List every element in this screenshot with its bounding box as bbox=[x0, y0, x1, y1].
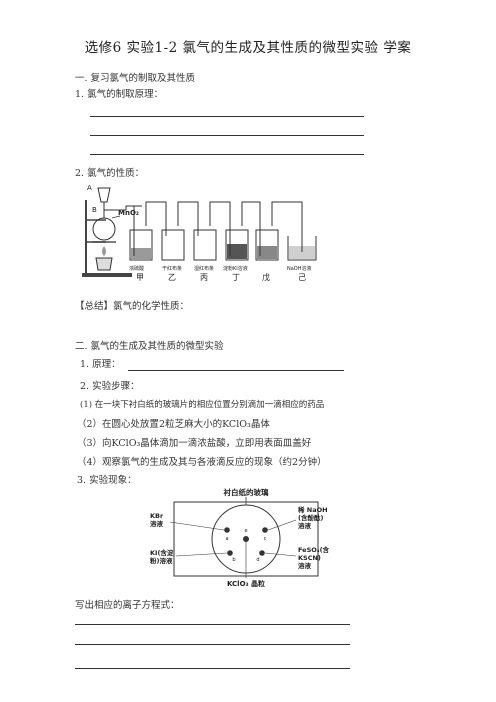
section2-item3: 3. 实验现象： bbox=[77, 475, 137, 486]
drop-center bbox=[243, 536, 249, 542]
answer-line-2[interactable] bbox=[90, 135, 364, 136]
drop-letter-c: c bbox=[264, 536, 267, 542]
drop-a bbox=[224, 527, 230, 533]
step-1: (1) 在一块下衬白纸的玻璃片的相应位置分别滴加一滴相应的药品 bbox=[80, 400, 325, 410]
bottle-label-4: 淀粉KI溶液 bbox=[223, 265, 248, 272]
section1-item2: 2. 氯气的性质： bbox=[75, 168, 145, 179]
bottle-wu bbox=[255, 206, 279, 261]
section2-heading: 二. 氯气的生成及其性质的微型实验 bbox=[75, 341, 224, 352]
letter-bing: 丙 bbox=[200, 273, 208, 282]
bottle-label-2: 干红布条 bbox=[162, 265, 182, 272]
summary-label: 【总结】氯气的化学性质： bbox=[75, 301, 190, 312]
bottle-jia bbox=[129, 206, 153, 261]
kbr-label-2: 溶液 bbox=[150, 519, 164, 528]
answer-line-3[interactable] bbox=[90, 154, 364, 155]
drop-letter-a: a bbox=[225, 536, 228, 542]
equation-line-2[interactable] bbox=[75, 644, 350, 645]
drop-b bbox=[227, 550, 233, 556]
equation-line-1[interactable] bbox=[75, 624, 350, 625]
letter-jia: 甲 bbox=[136, 273, 144, 282]
feso4-label-1: FeSO₄(含 bbox=[298, 545, 330, 554]
ki-label-2: 粉)溶液 bbox=[150, 556, 173, 565]
drop-letter-e: e bbox=[244, 528, 247, 534]
bottle-yi bbox=[161, 206, 185, 261]
step-4: （4）观察氯气的生成及其与各液滴反应的现象（约2分钟） bbox=[77, 457, 327, 468]
section1-heading: 一. 复习氯气的制取及其性质 bbox=[75, 73, 196, 84]
drop-letter-b: b bbox=[232, 557, 235, 563]
letter-wu: 戊 bbox=[262, 272, 270, 282]
label-b: B bbox=[92, 206, 97, 214]
drop-c bbox=[262, 527, 268, 533]
ionic-equation-label: 写出相应的离子方程式： bbox=[75, 600, 180, 611]
naoh-label-1: 稀 NaOH bbox=[298, 505, 328, 514]
kclo3-label: KClO₃ 晶粒 bbox=[227, 579, 265, 588]
ki-label-1: KI(含淀 bbox=[150, 548, 174, 557]
kbr-label-1: KBr bbox=[150, 512, 164, 520]
alcohol-lamp bbox=[95, 257, 113, 271]
step-2: （2）在圆心处放置2粒芝麻大小的KClO₃晶体 bbox=[77, 419, 270, 430]
letter-ding: 丁 bbox=[232, 273, 240, 282]
step-3: （3）向KClO₃晶体滴加一滴浓盐酸，立即用表面皿盖好 bbox=[77, 438, 312, 449]
answer-line-1[interactable] bbox=[90, 116, 364, 117]
principle-answer-line[interactable] bbox=[128, 370, 344, 371]
label-a: A bbox=[87, 184, 92, 192]
beaker-ji bbox=[287, 206, 317, 261]
naoh-label-2: (含酚酞) bbox=[298, 513, 323, 522]
feso4-label-3: 溶液 bbox=[298, 561, 312, 570]
naoh-label-3: 溶液 bbox=[298, 521, 312, 530]
label-mno2: MnO₂ bbox=[118, 209, 139, 217]
section2-item1: 1. 原理： bbox=[80, 359, 121, 370]
stand-base bbox=[82, 273, 132, 277]
bottle-label-1: 浓硫酸 bbox=[129, 265, 144, 272]
letter-yi: 乙 bbox=[168, 273, 176, 282]
bottle-ding bbox=[225, 206, 249, 261]
feso4-label-2: KSCN) bbox=[298, 554, 321, 562]
section1-item1: 1. 氯气的制取原理： bbox=[75, 89, 164, 100]
bottle-label-6: NaOH溶液 bbox=[287, 265, 312, 272]
bottle-bing bbox=[193, 206, 217, 261]
apparatus-diagram: A B MnO₂ 浓硫酸 干红布条 湿红布条 淀粉KI溶液 bbox=[82, 184, 317, 282]
drop-letter-d: d bbox=[256, 557, 259, 563]
micro-experiment-diagram: 衬白纸的玻璃 e a c b d KBr 溶液 KI(含淀 粉)溶液 稀 NaO… bbox=[150, 487, 330, 588]
glass-label: 衬白纸的玻璃 bbox=[224, 487, 269, 497]
bottle-label-3: 湿红布条 bbox=[194, 265, 214, 272]
flask-b bbox=[92, 217, 116, 241]
drop-d bbox=[259, 550, 265, 556]
letter-ji: 己 bbox=[298, 273, 306, 282]
page-title: 选修6 实验1-2 氯气的生成及其性质的微型实验 学案 bbox=[84, 40, 412, 56]
funnel-a bbox=[97, 187, 111, 203]
section2-item2: 2. 实验步骤： bbox=[80, 381, 140, 392]
equation-line-3[interactable] bbox=[75, 668, 350, 669]
